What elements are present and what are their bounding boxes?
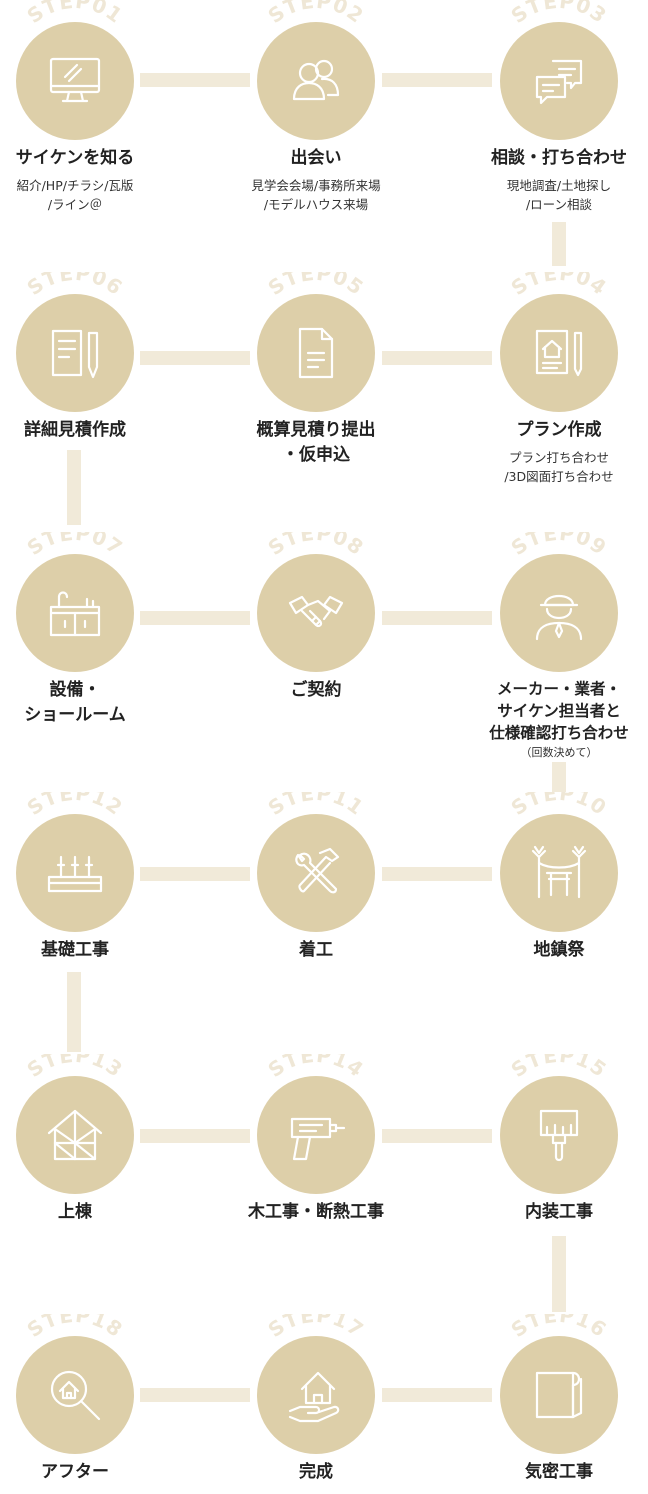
step-sub: 見学会会場/事務所来場/モデルハウス来場 [251,178,381,212]
step-circle [16,22,134,140]
connector [552,1236,566,1312]
step-08: STEP08 ご契約 [241,532,391,752]
connector [552,222,566,266]
step-03: STEP03 相談・打ち合わせ 現地調査/土地探し/ローン相談 [484,0,634,220]
step-title: 完成 [299,1462,333,1482]
step-title: 詳細見積作成 [24,420,126,440]
step-circle [257,554,375,672]
brush-icon [539,1109,579,1162]
connector [140,1129,250,1143]
step-sub: プラン打ち合わせ/3D図面打ち合わせ [504,450,614,484]
step-title: メーカー・業者・サイケン担当者と仕様確認打ち合わせ [489,680,629,742]
step-circle [16,294,134,412]
step-circle [500,1076,618,1194]
step-title: 気密工事 [525,1462,593,1482]
connector [67,972,81,1052]
connector [382,73,492,87]
step-15: STEP15 内装工事 [484,1054,634,1234]
step-title: 相談・打ち合わせ [491,148,627,168]
connector [140,1388,250,1402]
step-07: STEP07 設備・ショールーム [0,532,150,752]
step-title: 概算見積り提出・仮申込 [256,420,376,465]
handshake-icon [288,595,344,628]
step-18: STEP18 アフター [0,1314,150,1494]
step-17: STEP17 完成 [241,1314,391,1494]
step-circle [500,1336,618,1454]
step-circle [500,22,618,140]
connector [140,351,250,365]
step-title: アフター [41,1462,109,1482]
connector [140,867,250,881]
people-icon [292,59,340,101]
house-plan-icon [535,329,583,377]
step-06: STEP06 詳細見積作成 [0,272,150,492]
house-hand-icon [288,1371,340,1423]
step-circle [257,1336,375,1454]
step-circle [16,1336,134,1454]
step-14: STEP14 木工事・断熱工事 [241,1054,391,1234]
step-title: ご契約 [290,680,342,700]
step-10: STEP10 地鎮祭 [484,792,634,972]
step-title: サイケンを知る [15,148,135,168]
step-12: STEP12 基礎工事 [0,792,150,972]
chat-icon [535,59,583,105]
step-01: STEP01 サイケンを知る 紹介/HP/チラシ/瓦版/ライン＠ [0,0,150,220]
step-circle [16,814,134,932]
shrine-icon [531,845,587,899]
step-circle [257,294,375,412]
connector [140,73,250,87]
step-11: STEP11 着工 [241,792,391,972]
step-circle [257,22,375,140]
foundation-icon [47,855,103,893]
connector [382,351,492,365]
document-icon [298,327,334,379]
step-title: 設備・ショールーム [24,680,126,725]
step-05: STEP05 概算見積り提出・仮申込 [241,272,391,492]
tape-icon [535,1371,583,1419]
step-09: STEP09 メーカー・業者・サイケン担当者と仕様確認打ち合わせ （回数決めて） [484,532,634,762]
connector [552,762,566,792]
connector [382,1129,492,1143]
monitor-icon [49,57,101,103]
step-circle [16,554,134,672]
connector [382,867,492,881]
step-04: STEP04 プラン作成 プラン打ち合わせ/3D図面打ち合わせ [484,272,634,492]
step-circle [257,1076,375,1194]
step-circle [257,814,375,932]
step-circle [500,294,618,412]
step-title: 内装工事 [525,1202,593,1222]
step-circle [500,814,618,932]
step-title: 着工 [299,940,333,960]
magnifier-house-icon [50,1370,101,1421]
tools-icon [295,847,340,894]
step-circle [500,554,618,672]
connector [382,1388,492,1402]
step-sub: 現地調査/土地探し/ローン相談 [506,178,612,212]
worker-icon [535,594,583,641]
step-title: 地鎮祭 [533,940,585,960]
step-13: STEP13 上棟 [0,1054,150,1234]
step-circle [16,1076,134,1194]
kitchen-icon [49,591,101,637]
connector [67,450,81,525]
frame-icon [47,1109,103,1161]
step-title: プラン作成 [516,420,602,440]
notepad-pen-icon [51,329,99,379]
step-title: 出会い [290,148,342,168]
drill-icon [290,1117,346,1161]
step-title: 上棟 [58,1202,92,1222]
step-sub: 紹介/HP/チラシ/瓦版/ライン＠ [16,178,134,212]
step-title: 基礎工事 [41,940,109,960]
step-16: STEP16 気密工事 [484,1314,634,1494]
step-title: 木工事・断熱工事 [248,1202,384,1222]
connector [140,611,250,625]
connector [382,611,492,625]
step-note: （回数決めて） [520,746,598,759]
step-02: STEP02 出会い 見学会会場/事務所来場/モデルハウス来場 [241,0,391,220]
